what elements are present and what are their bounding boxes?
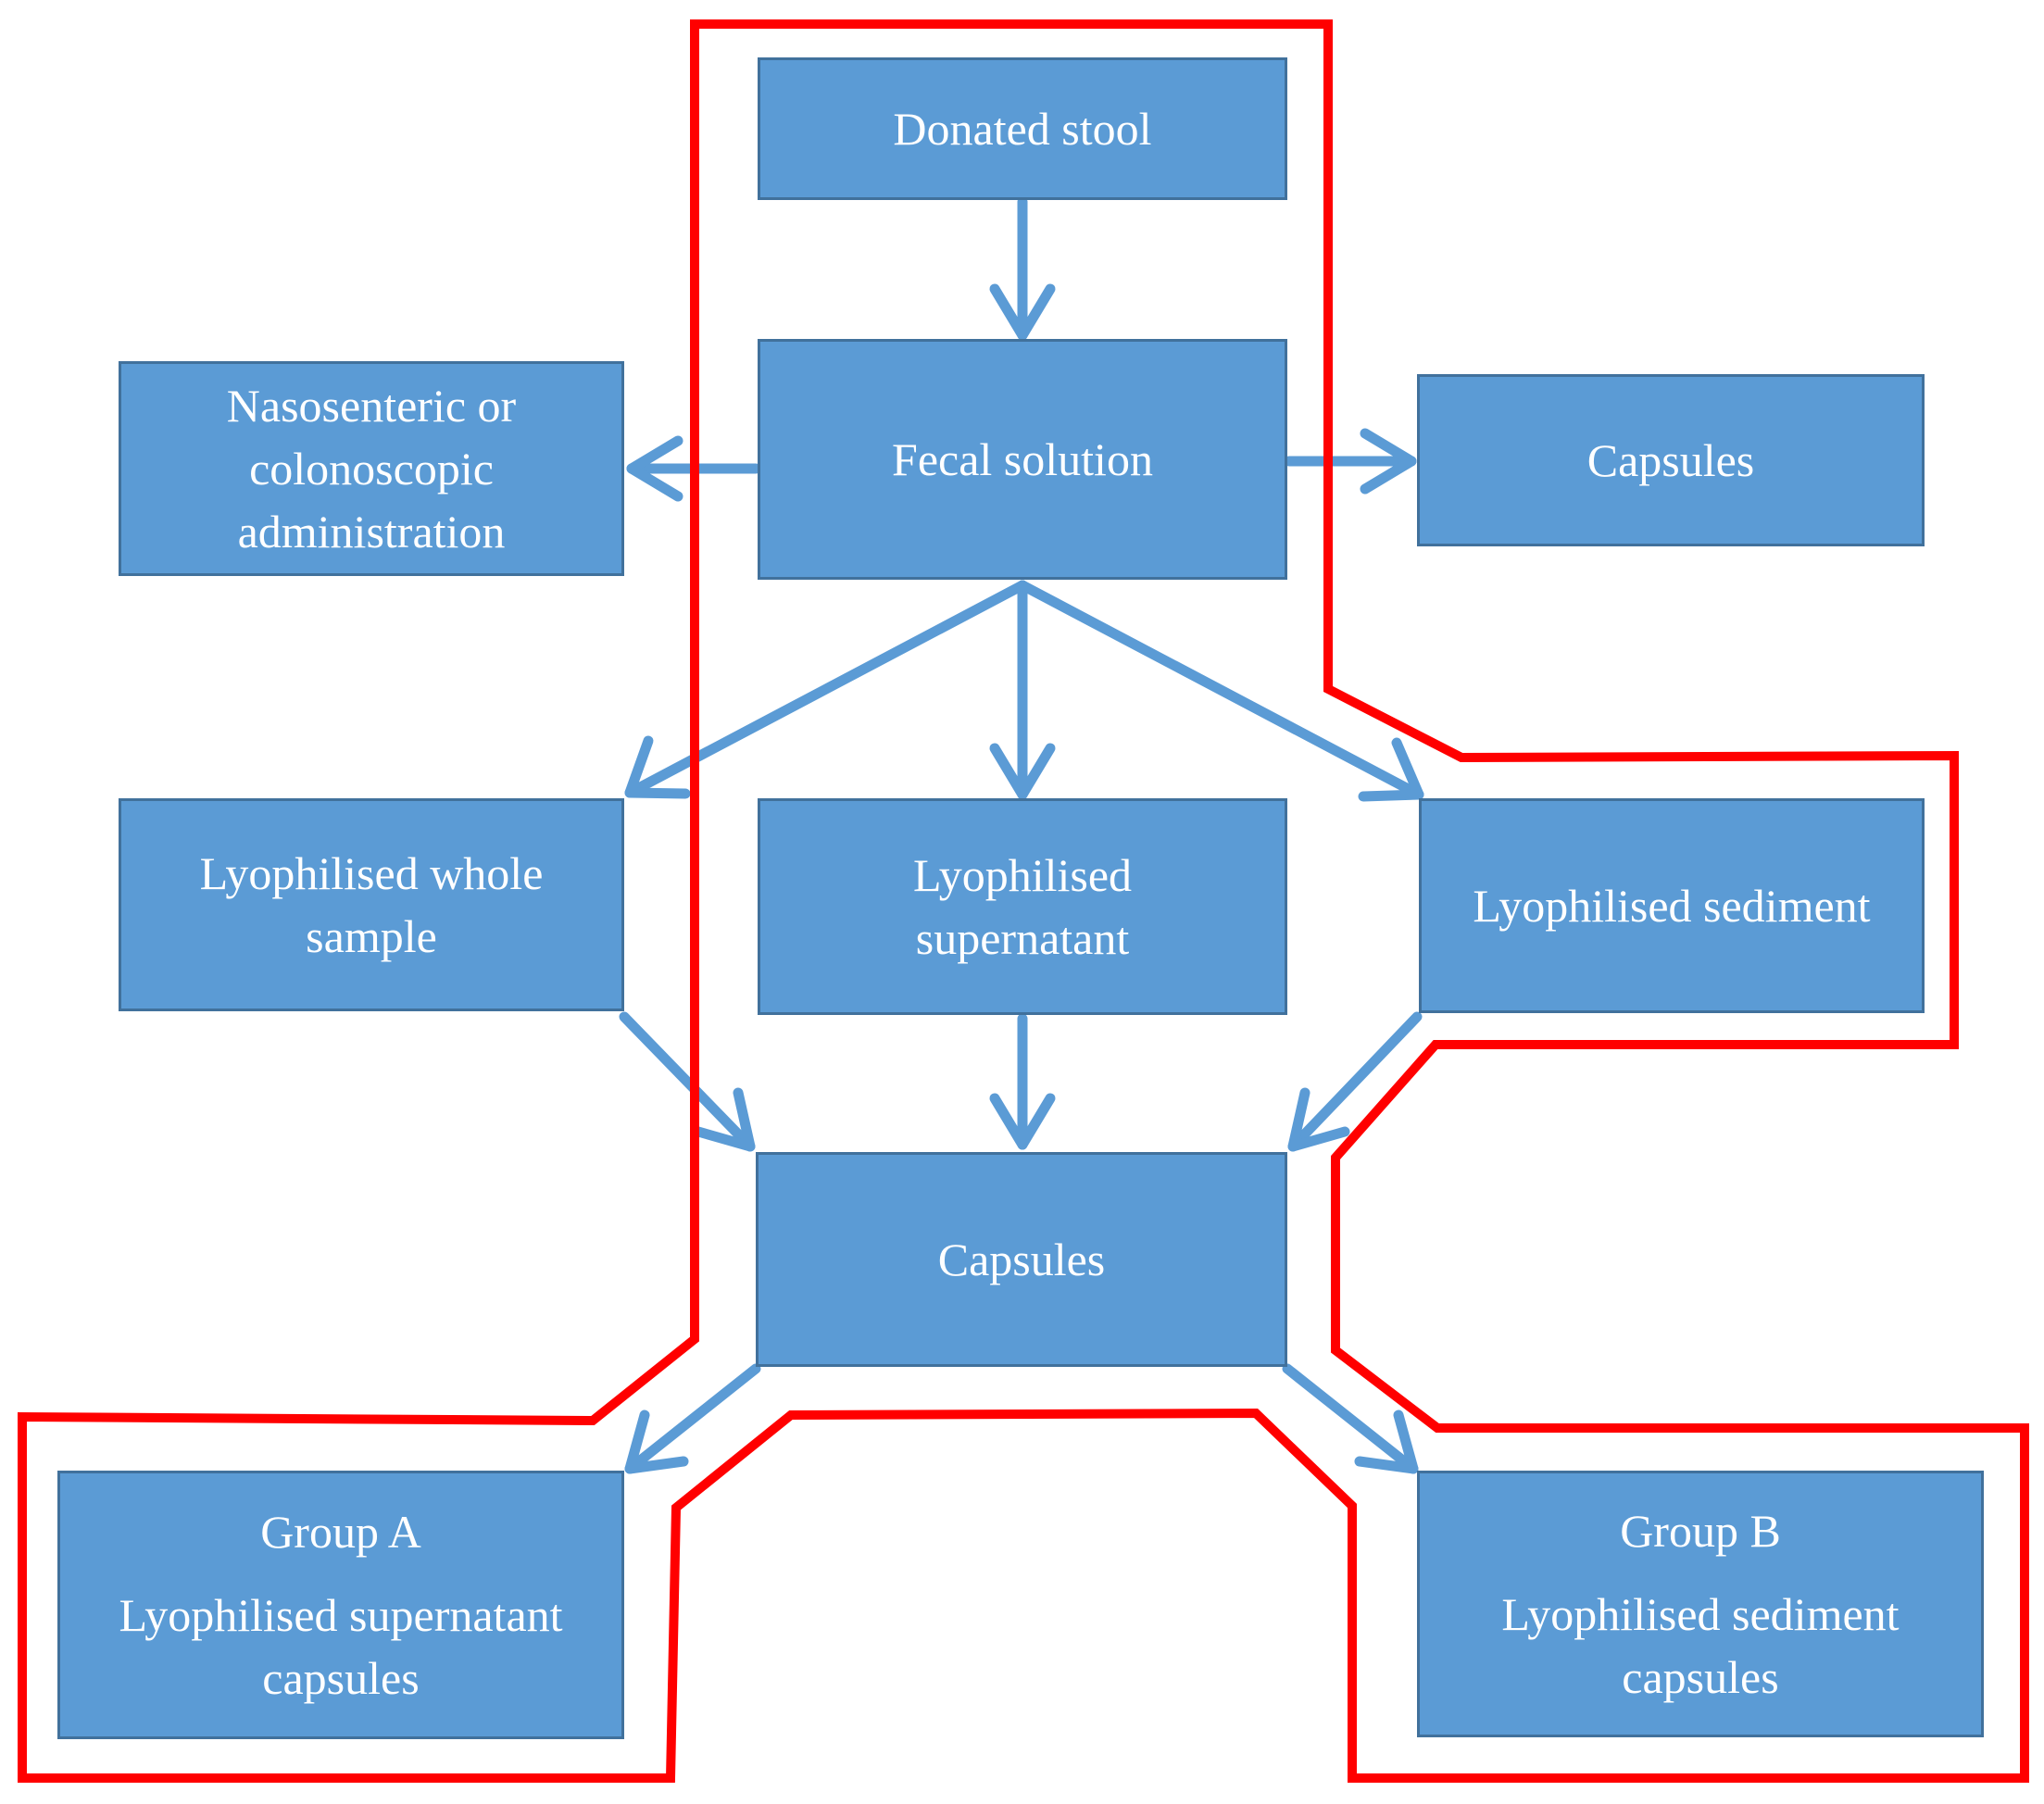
- donated-stool-label: Donated stool: [893, 103, 1152, 155]
- capsules-center-box: Capsules: [756, 1152, 1287, 1367]
- arrow-solution-to-sediment: [1017, 580, 1424, 802]
- lyophilised-whole-label-line-2: sample: [306, 910, 437, 962]
- lyophilised-supernatant-label-line-2: supernatant: [915, 912, 1130, 964]
- donated-stool-box: Donated stool: [758, 57, 1287, 200]
- arrow-solution-to-whole: [624, 580, 1028, 799]
- lyophilised-whole-sample-box: Lyophilised whole sample: [119, 798, 624, 1011]
- fecal-solution-label: Fecal solution: [892, 433, 1153, 485]
- group-b-box: Group B Lyophilised sediment capsules: [1417, 1471, 1984, 1737]
- lyophilised-sediment-label: Lyophilised sediment: [1473, 880, 1871, 932]
- group-a-label-line-2: capsules: [262, 1652, 420, 1704]
- arrow-stool-to-solution: [989, 196, 1056, 341]
- nasoenteric-label-line-1: Nasosenteric or: [226, 380, 517, 432]
- group-b-label-line-1: Lyophilised sediment: [1501, 1588, 1900, 1640]
- capsules-center-label: Capsules: [937, 1234, 1106, 1285]
- arrow-capsules-to-group-a: [624, 1363, 761, 1474]
- group-b-label-line-2: capsules: [1622, 1651, 1779, 1703]
- highlight-outline: [18, 19, 2029, 1783]
- nasoenteric-administration-box: Nasosenteric or colonoscopic administrat…: [119, 361, 624, 576]
- lyophilised-sediment-box: Lyophilised sediment: [1419, 798, 1925, 1013]
- lyophilised-whole-label-line-1: Lyophilised whole: [199, 847, 544, 899]
- group-a-box: Group A Lyophilised supernatant capsules: [57, 1471, 624, 1739]
- lyophilised-supernatant-box: Lyophilised supernatant: [758, 798, 1287, 1015]
- arrow-supernatant-to-capsules: [989, 1013, 1056, 1150]
- capsules-right-box: Capsules: [1417, 374, 1925, 546]
- nasoenteric-label-line-3: administration: [237, 506, 506, 557]
- nasoenteric-label-line-2: colonoscopic: [249, 443, 494, 495]
- lyophilised-supernatant-label-line-1: Lyophilised: [912, 849, 1133, 901]
- arrow-solution-to-capsules-right: [1284, 428, 1417, 495]
- group-b-title: Group B: [1620, 1505, 1781, 1557]
- arrow-whole-to-capsules: [619, 1011, 756, 1152]
- group-a-label-line-1: Lyophilised supernatant: [119, 1589, 563, 1641]
- group-a-title: Group A: [260, 1506, 421, 1558]
- arrow-solution-to-supernatant: [989, 580, 1056, 800]
- arrow-sediment-to-capsules: [1287, 1011, 1423, 1152]
- capsules-right-label: Capsules: [1586, 434, 1755, 486]
- arrow-capsules-to-group-b: [1282, 1363, 1419, 1474]
- fecal-solution-box: Fecal solution: [758, 339, 1287, 580]
